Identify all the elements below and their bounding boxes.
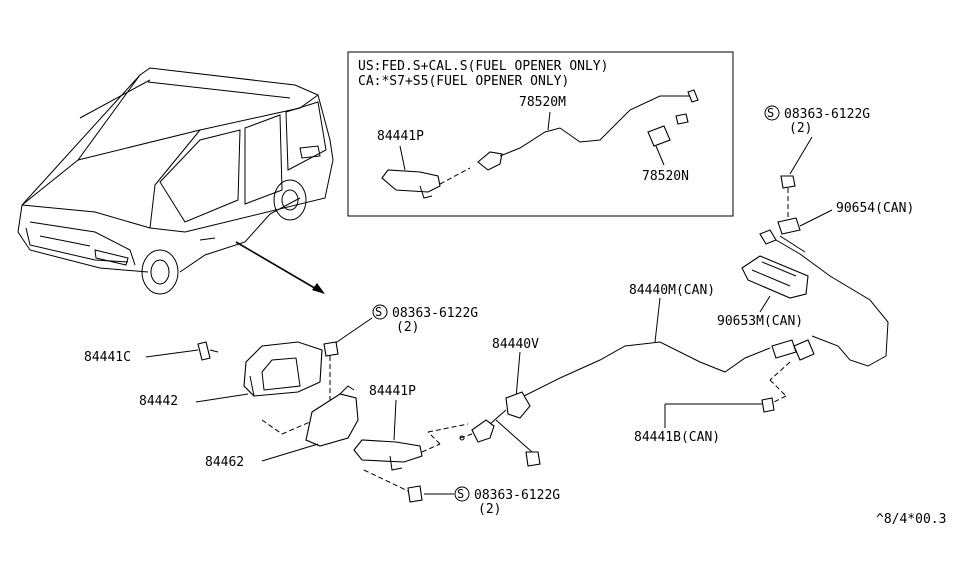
label-screw-mid-number: 08363-6122G — [392, 306, 478, 321]
inset-box: US:FED.S+CAL.S(FUEL OPENER ONLY) CA:*S7+… — [347, 51, 734, 217]
label-84440M: 84440M(CAN) — [629, 283, 715, 298]
label-84462: 84462 — [205, 455, 244, 470]
screw-mid-group: S 08363-6122G (2) — [323, 304, 478, 440]
label-screw-bot-number: 08363-6122G — [474, 488, 560, 503]
opener-lever-84441P: 84441P — [353, 384, 469, 471]
clip-90654: 90654(CAN) — [777, 201, 914, 235]
inset-opener-handle — [381, 145, 471, 199]
label-84441P: 84441P — [369, 384, 416, 399]
clip-84441B: 84441B(CAN) — [634, 397, 775, 445]
label-90653M: 90653M(CAN) — [717, 314, 803, 329]
screw-top-group: S 08363-6122G (2) — [764, 105, 870, 222]
part-84441C: 84441C — [84, 341, 219, 365]
label-screw-mid-qty: (2) — [396, 320, 419, 335]
screw-bot-group: S 08363-6122G (2) — [363, 469, 560, 517]
pointer-arrow — [235, 241, 325, 294]
label-90654: 90654(CAN) — [836, 201, 914, 216]
bracket-84462: 84462 — [205, 385, 359, 470]
inset-note-line1: US:FED.S+CAL.S(FUEL OPENER ONLY) — [358, 59, 608, 74]
label-84441P-inset: 84441P — [377, 129, 424, 144]
label-84441C: 84441C — [84, 350, 131, 365]
bracket-90653M: 90653M(CAN) — [717, 255, 809, 329]
label-screw-top-number: 08363-6122G — [784, 107, 870, 122]
diagram-reference-code: ^8/4*00.3 — [876, 512, 946, 527]
label-78520M: 78520M — [519, 95, 566, 110]
s-symbol-bot: S — [457, 487, 464, 501]
cable-84440M: 84440M(CAN) — [519, 229, 889, 405]
s-symbol-mid: S — [375, 305, 382, 319]
label-84440V: 84440V — [492, 337, 539, 352]
cable-end-84440V: 84440V — [459, 337, 541, 467]
label-screw-top-qty: (2) — [789, 121, 812, 136]
inset-cable — [477, 89, 699, 171]
inset-note-line2: CA:*S7+S5(FUEL OPENER ONLY) — [358, 74, 569, 89]
fuel-lid-housing-84442: 84442 — [139, 341, 323, 409]
label-78520N: 78520N — [642, 169, 689, 184]
label-screw-bot-qty: (2) — [478, 502, 501, 517]
s-symbol-top: S — [767, 106, 774, 120]
minivan-illustration — [17, 67, 334, 295]
label-84442: 84442 — [139, 394, 178, 409]
label-84441B: 84441B(CAN) — [634, 430, 720, 445]
